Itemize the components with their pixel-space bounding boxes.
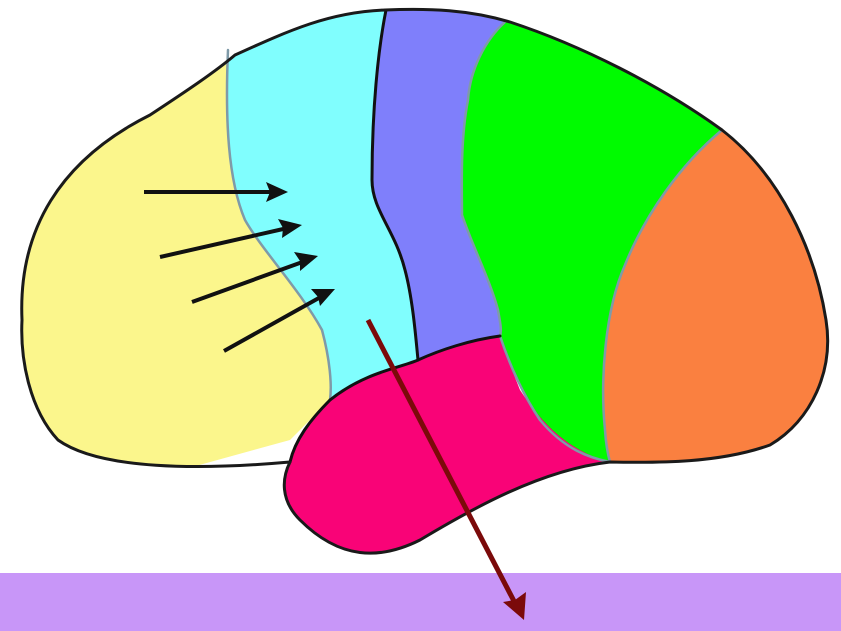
bottom-band: [0, 573, 841, 631]
